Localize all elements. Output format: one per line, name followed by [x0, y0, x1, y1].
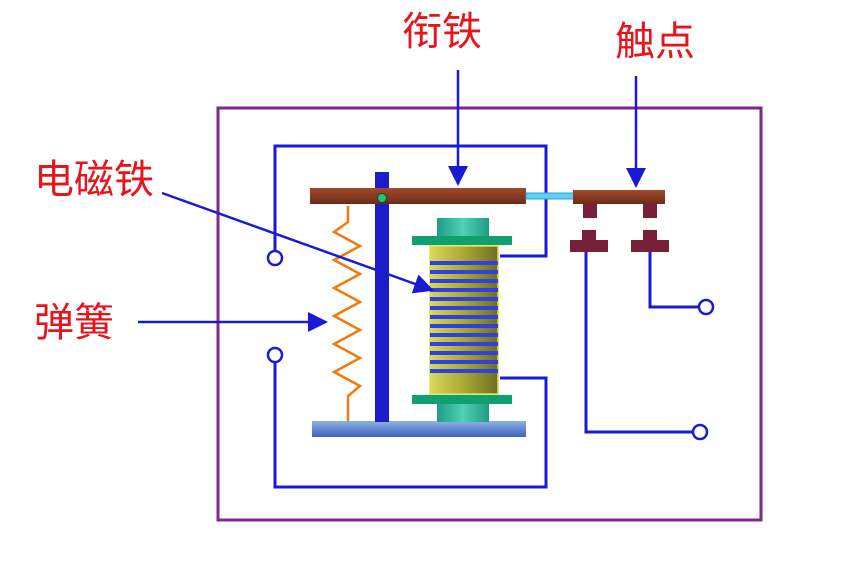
fixed-contact-left — [570, 230, 608, 252]
bobbin-hub-top — [437, 218, 489, 236]
coil-wiring — [273, 144, 548, 489]
bobbin-flange-bottom — [412, 395, 512, 404]
fixed-contact-right — [631, 230, 669, 252]
moving-contact-right — [643, 204, 657, 218]
spring — [331, 206, 363, 421]
bobbin-hub-bottom — [437, 404, 489, 422]
contact-wiring — [584, 252, 699, 434]
base-plate — [312, 421, 526, 437]
contact-arm — [573, 190, 665, 204]
label-electromagnet: 电磁铁 — [34, 157, 154, 203]
contact-terminal-lower — [691, 423, 709, 441]
coil-terminal-bottom — [266, 346, 284, 364]
coil-terminal-top — [266, 249, 284, 267]
armature-pivot — [377, 193, 387, 203]
electromagnet-pointer — [161, 191, 434, 294]
relay-frame — [216, 106, 763, 522]
bobbin-flange-top — [412, 236, 512, 245]
label-contacts: 触点 — [615, 19, 695, 65]
electromagnet — [412, 218, 512, 422]
contact-terminal-upper — [697, 298, 715, 316]
coil-winding — [430, 261, 498, 373]
label-spring: 弹簧 — [34, 300, 114, 346]
moving-contact-left — [583, 204, 597, 218]
armature-bar — [310, 188, 526, 204]
support-post — [375, 172, 389, 422]
label-armature: 衔铁 — [402, 9, 482, 55]
insulating-link — [525, 192, 575, 200]
